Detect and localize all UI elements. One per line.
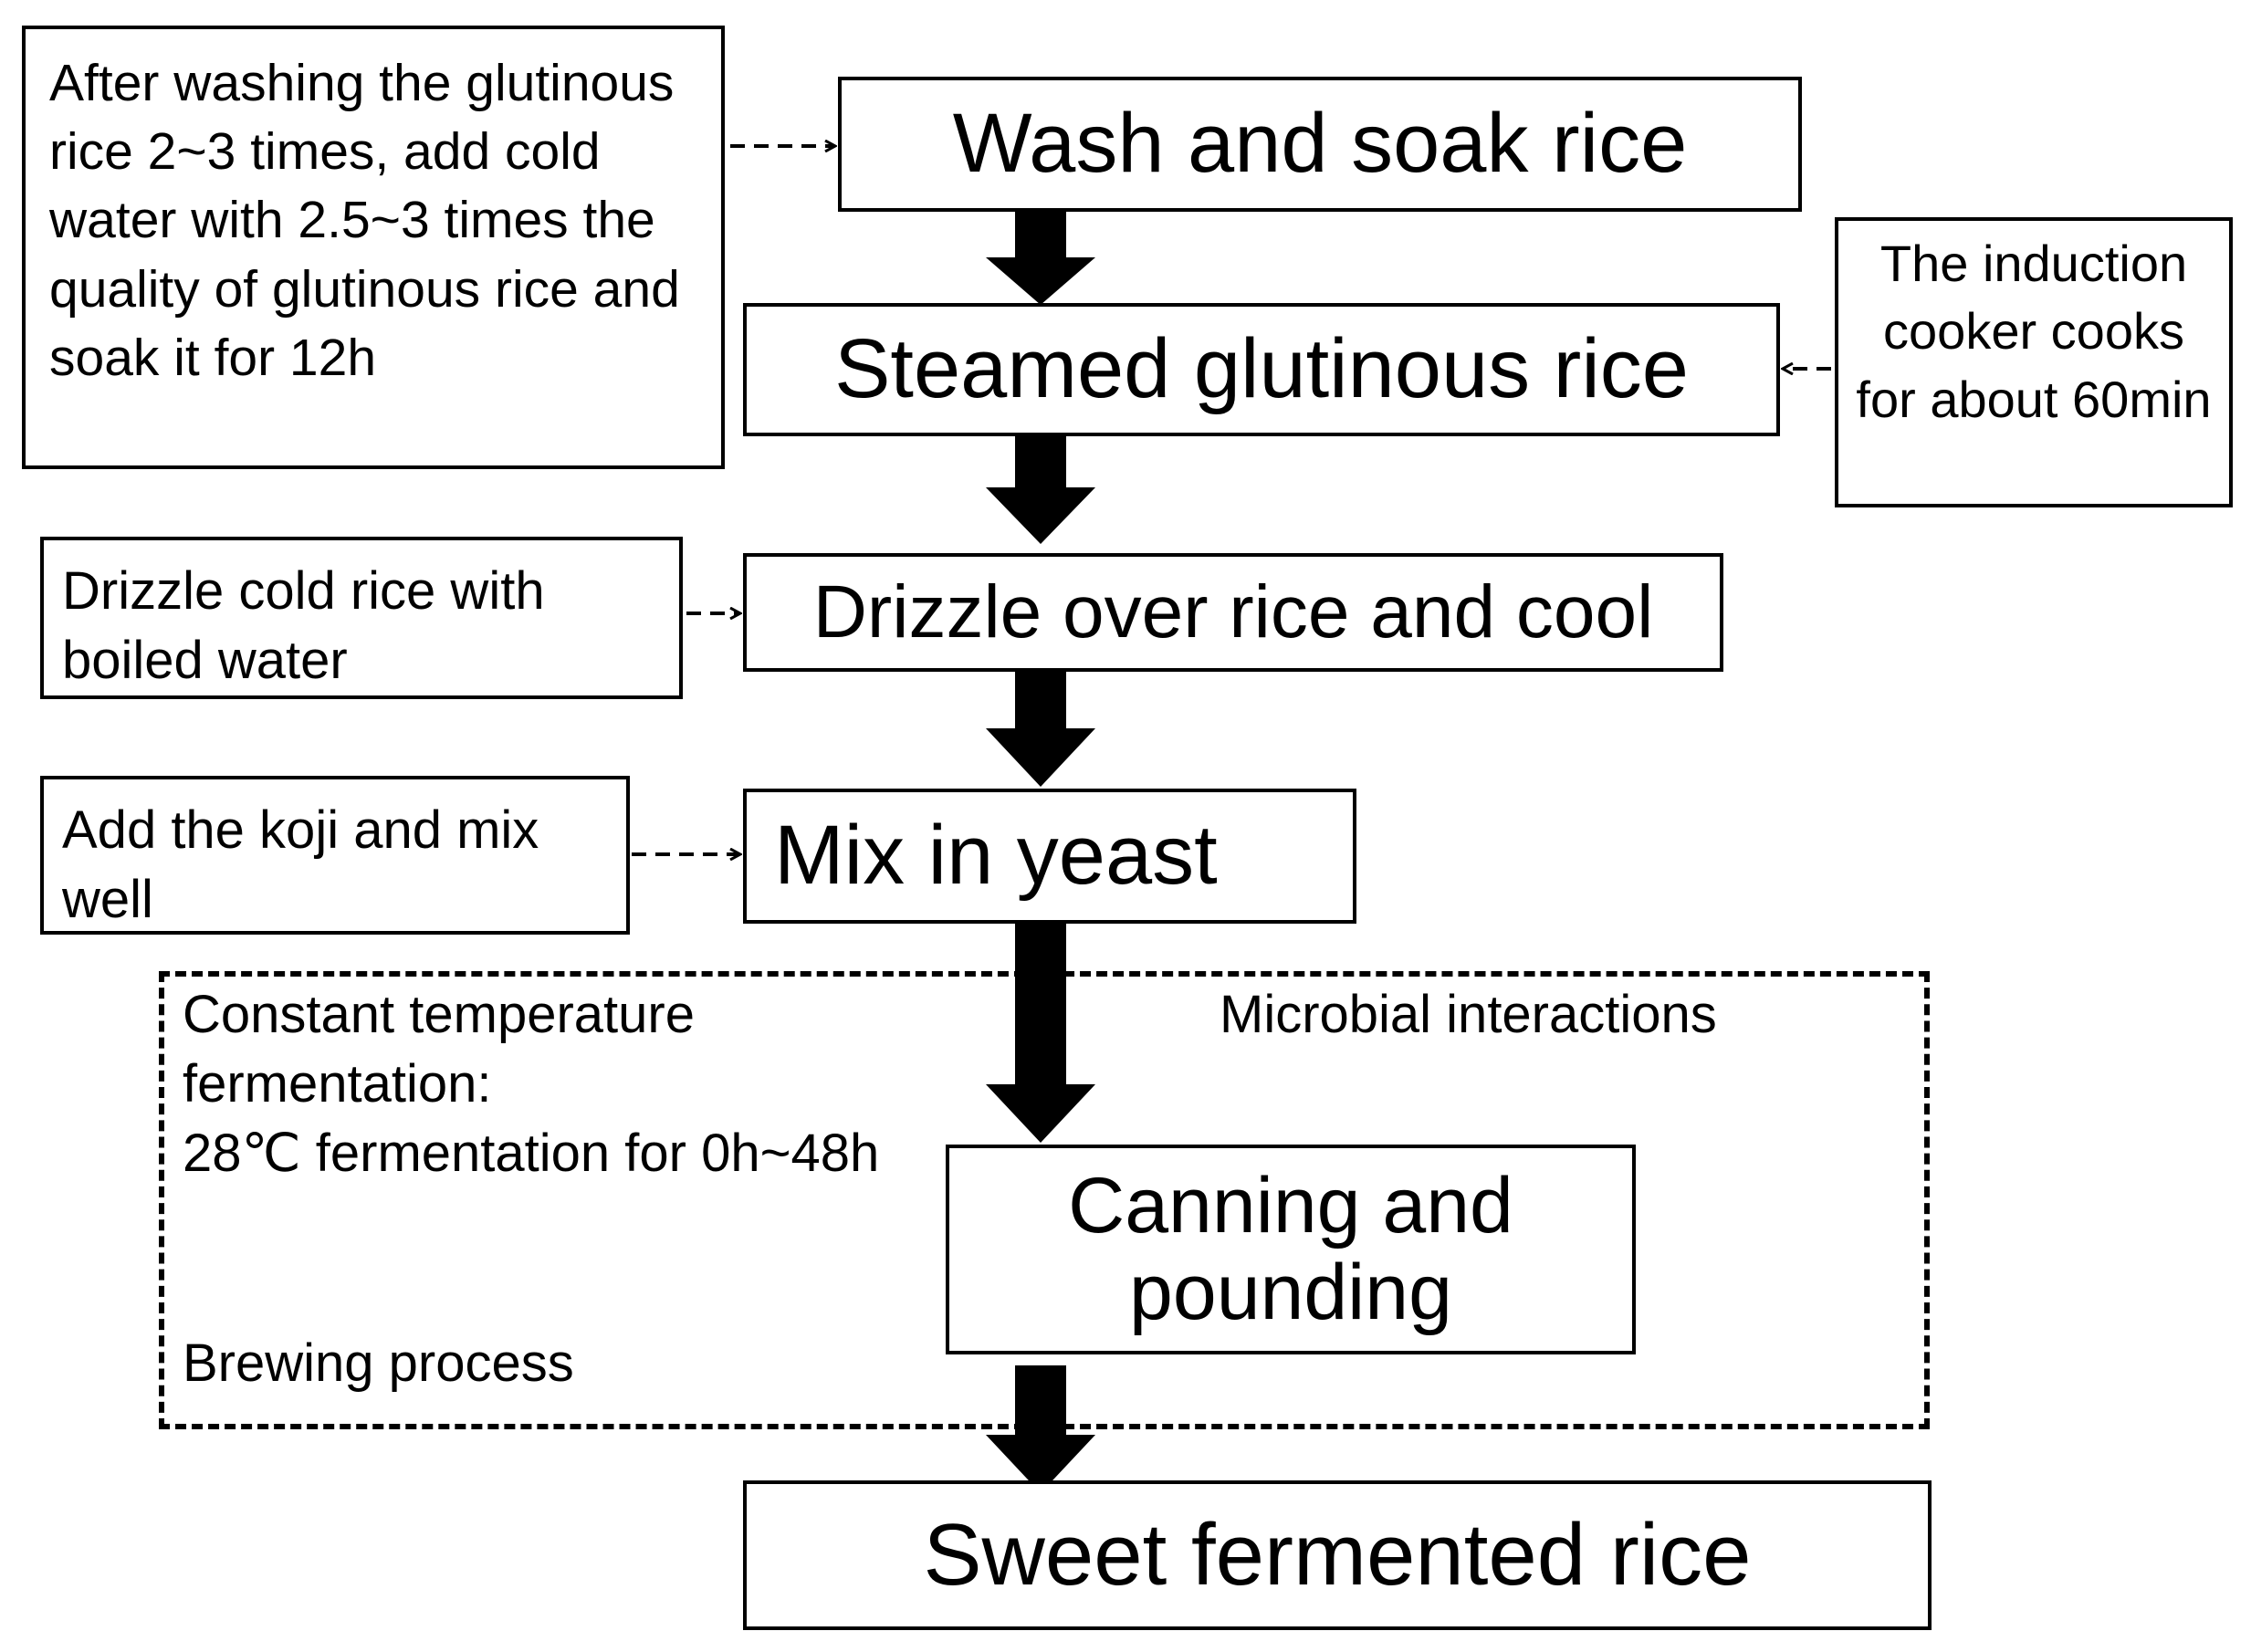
step-label: Steamed glutinous rice [834,322,1689,416]
step-steamed-rice: Steamed glutinous rice [743,303,1780,436]
fermentation-region [159,971,1930,1429]
step-drizzle-and-cool: Drizzle over rice and cool [743,553,1723,672]
step-mix-yeast: Mix in yeast [743,789,1356,924]
note-drizzle: Drizzle cold rice with boiled water [40,537,683,699]
step-label: Sweet fermented rice [923,1506,1752,1605]
note-mix: Add the koji and mix well [40,776,630,935]
note-wash: After washing the glutinous rice 2~3 tim… [22,26,725,469]
step-label: Canning and pounding [1068,1162,1513,1336]
note-text: Drizzle cold rice with boiled water [62,561,545,690]
brewing-process-label: Brewing process [183,1333,574,1393]
flow-arrow-mix-to-canning [986,924,1095,1143]
note-text: The induction cooker cooks for about 60m… [1856,235,2212,428]
fermentation-line-1: Constant temperature [183,985,695,1044]
step-canning-and-pounding: Canning and pounding [946,1145,1636,1354]
step-sweet-fermented-rice: Sweet fermented rice [743,1480,1932,1630]
note-text: Add the koji and mix well [62,800,539,929]
note-text: After washing the glutinous rice 2~3 tim… [49,54,680,387]
step-wash-and-soak: Wash and soak rice [838,77,1802,212]
step-label: Drizzle over rice and cool [812,570,1654,653]
flow-arrow-drizzle-to-mix [986,670,1095,787]
fermentation-line-3: 28℃ fermentation for 0h~48h [183,1124,880,1183]
step-label: Mix in yeast [774,809,1218,903]
microbial-interactions-label: Microbial interactions [1220,985,1717,1044]
note-steam: The induction cooker cooks for about 60m… [1835,217,2233,507]
fermentation-line-2: fermentation: [183,1054,492,1114]
flow-arrow-steam-to-drizzle [986,434,1095,544]
step-label: Wash and soak rice [952,97,1688,191]
flow-arrow-wash-to-steam [986,210,1095,305]
